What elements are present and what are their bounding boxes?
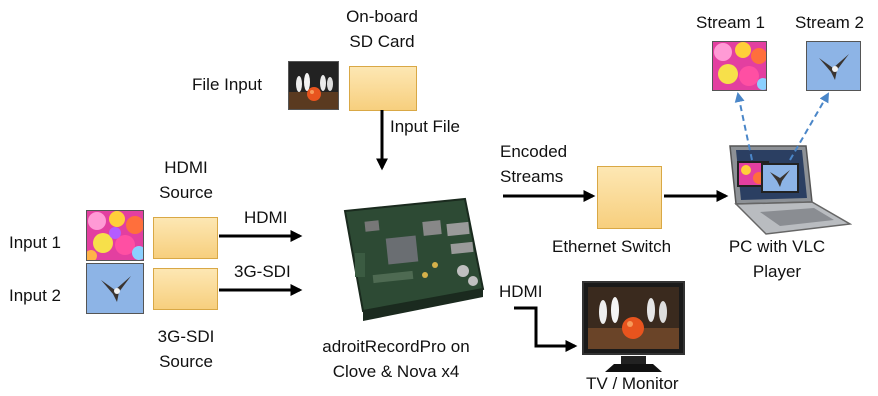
hdmi-source-label-line2: Source	[159, 183, 213, 202]
tv-monitor-label: TV / Monitor	[586, 374, 679, 393]
sdi-source-label-line2: Source	[159, 352, 213, 371]
stream2-label: Stream 2	[795, 13, 864, 32]
capture-board-image	[325, 193, 490, 328]
sdi-arrow-label: 3G-SDI	[234, 262, 291, 281]
ethernet-switch-label: Ethernet Switch	[552, 237, 672, 256]
input2-bird-thumbnail	[86, 263, 144, 314]
hdmi-source-label-line1: HDMI	[164, 158, 208, 177]
stream1-label: Stream 1	[696, 13, 765, 32]
encoded-streams-label-line2: Streams	[500, 167, 564, 186]
ethernet-switch-box	[597, 166, 662, 229]
file-input-thumbnail	[288, 61, 339, 110]
input1-flower-thumbnail	[86, 210, 144, 261]
input-file-label: Input File	[390, 117, 460, 136]
hdmi-source-box	[153, 217, 218, 259]
encoded-streams-label-line1: Encoded	[500, 142, 568, 161]
pc-laptop-image	[722, 140, 853, 238]
hdmi-out-arrow	[514, 306, 578, 352]
stream1-flower-thumbnail	[712, 41, 767, 91]
tv-monitor-image	[581, 280, 686, 375]
pc-label-line1: PC with VLC	[728, 237, 826, 256]
board-label-line1: adroitRecordPro on	[322, 337, 470, 356]
pc-label-line2: Player	[752, 262, 802, 281]
sdi-source-box	[153, 268, 218, 310]
sdi-source-label-line1: 3G-SDI	[157, 327, 215, 346]
board-label-line2: Clove & Nova x4	[332, 362, 460, 381]
hdmi-out-label: HDMI	[499, 282, 543, 301]
sd-card-box	[349, 66, 417, 111]
sd-card-label-line1: On-board	[346, 7, 418, 26]
stream1-dashed-arrow	[734, 92, 753, 161]
input1-label: Input 1	[9, 233, 61, 252]
hdmi-arrow-label: HDMI	[244, 208, 288, 227]
sd-card-label-line2: SD Card	[349, 32, 415, 51]
stream2-dashed-arrow	[789, 92, 829, 161]
stream2-bird-thumbnail	[806, 41, 861, 91]
input2-label: Input 2	[9, 286, 61, 305]
file-input-label: File Input	[192, 75, 262, 94]
